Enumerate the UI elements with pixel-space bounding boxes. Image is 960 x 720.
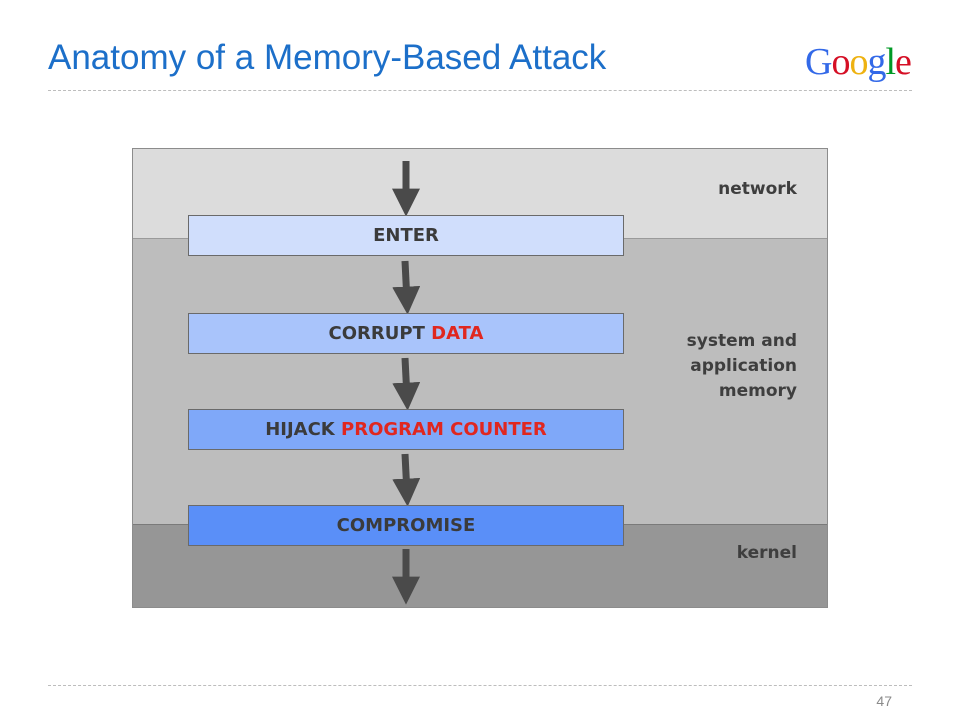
logo-letter: e <box>895 41 912 83</box>
step-label: CORRUPT <box>328 323 425 344</box>
logo-letter: o <box>831 41 850 83</box>
memory-layer: system and application memory <box>133 238 827 524</box>
step-label: HIJACK <box>265 419 335 440</box>
kernel-layer-label: kernel <box>736 543 797 563</box>
attack-diagram: network system and application memory ke… <box>132 148 828 608</box>
step-enter: ENTER <box>188 215 624 256</box>
memory-layer-label: system and application memory <box>686 331 797 401</box>
step-compromise: COMPROMISE <box>188 505 624 546</box>
flow-arrows <box>392 161 421 605</box>
step-hijack-program-counter: HIJACK PROGRAM COUNTER <box>188 409 624 450</box>
step-highlight: DATA <box>431 323 484 344</box>
page-number: 47 <box>876 693 892 709</box>
arrow-hijack-to-compromise <box>392 453 421 507</box>
step-label: ENTER <box>373 225 439 246</box>
step-label: COMPROMISE <box>336 515 476 536</box>
logo-letter: o <box>849 41 868 83</box>
network-layer-label: network <box>718 179 797 199</box>
logo-letter: G <box>805 41 832 83</box>
header-divider <box>48 90 912 91</box>
step-corrupt-data: CORRUPT DATA <box>188 313 624 354</box>
google-logo: Google <box>805 40 912 84</box>
arrow-corrupt-to-hijack <box>392 357 421 411</box>
logo-letter: g <box>867 41 886 83</box>
slide-title: Anatomy of a Memory-Based Attack <box>48 38 607 77</box>
footer-divider <box>48 685 912 686</box>
logo-letter: l <box>885 41 896 83</box>
arrow-enter-to-corrupt <box>392 260 421 315</box>
step-highlight: PROGRAM COUNTER <box>341 419 547 440</box>
